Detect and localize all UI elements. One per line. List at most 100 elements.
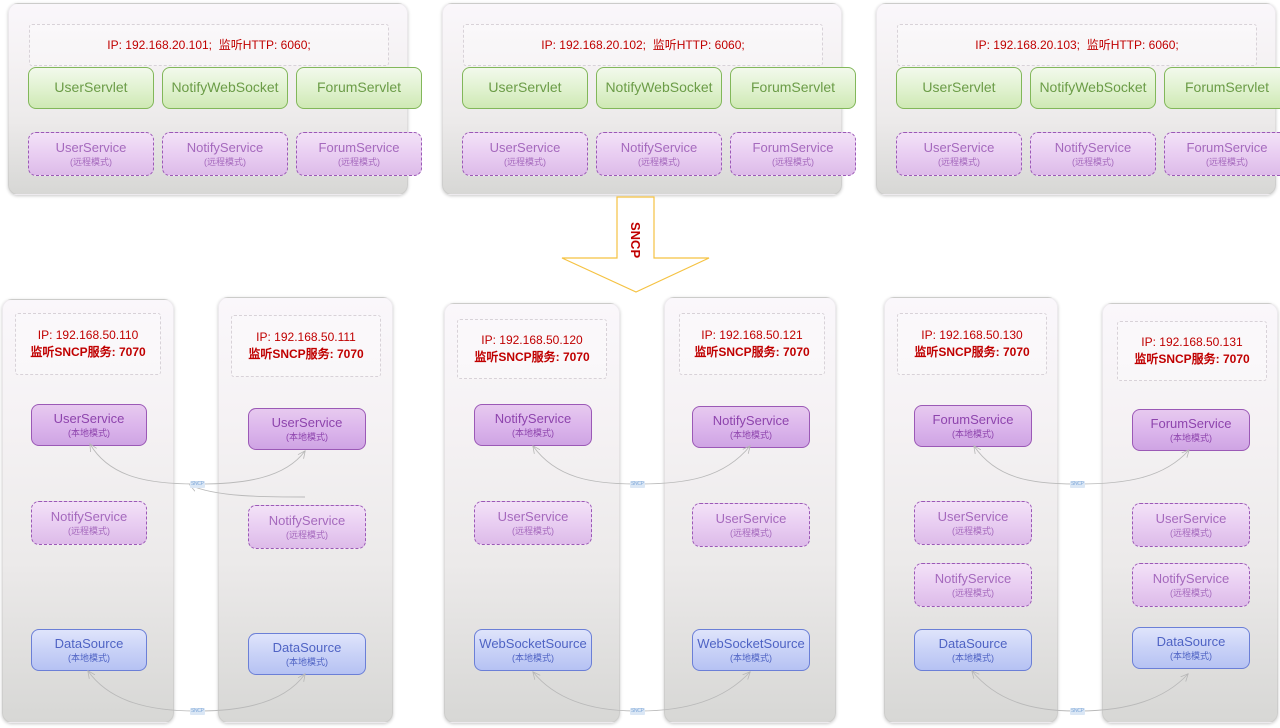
component-name: UserService [715, 511, 787, 527]
component-name: DataSource [938, 636, 1008, 652]
component-box-datasource[interactable]: DataSource(本地模式) [31, 629, 147, 671]
component-name: ForumService [318, 140, 400, 156]
component-mode: (本地模式) [1170, 432, 1212, 443]
component-mode: (远程模式) [504, 156, 546, 167]
component-box-notifyservice[interactable]: NotifyService(本地模式) [474, 404, 592, 446]
component-name: UserService [1155, 511, 1227, 527]
component-name: WebSocketSource [479, 636, 587, 652]
component-name: NotifyService [268, 513, 346, 529]
component-box-datasource[interactable]: DataSource(本地模式) [914, 629, 1032, 671]
component-name: UserServlet [54, 79, 128, 96]
component-name: DataSource [54, 636, 124, 652]
component-mode: (远程模式) [638, 156, 680, 167]
service-box-userservice[interactable]: UserService(远程模式) [462, 132, 588, 176]
component-name: ForumService [932, 412, 1014, 428]
component-name: NotifyService [1054, 140, 1132, 156]
ip-info-box-web3: IP: 192.168.20.103; 监听HTTP: 6060; [897, 24, 1257, 66]
servlet-box-notifywebsocket[interactable]: NotifyWebSocket [596, 67, 722, 109]
ip-address-line: IP: 192.168.50.120 [481, 333, 583, 347]
component-name: NotifyService [50, 509, 128, 525]
component-box-websocketsource[interactable]: WebSocketSource(本地模式) [474, 629, 592, 671]
ip-address-line: IP: 192.168.20.101; 监听HTTP: 6060; [107, 37, 311, 52]
servlet-box-forumservlet[interactable]: ForumServlet [1164, 67, 1280, 109]
component-mode: (本地模式) [68, 652, 110, 663]
service-box-forumservice[interactable]: ForumService(远程模式) [1164, 132, 1280, 176]
component-mode: (本地模式) [286, 656, 328, 667]
component-box-notifyservice[interactable]: NotifyService(远程模式) [248, 505, 366, 549]
component-box-userservice[interactable]: UserService(远程模式) [692, 503, 810, 547]
component-box-userservice[interactable]: UserService(远程模式) [474, 501, 592, 545]
connector-sncp-tag-6: SNCP [1070, 708, 1085, 715]
component-mode: (远程模式) [730, 527, 772, 538]
servlet-box-forumservlet[interactable]: ForumServlet [296, 67, 422, 109]
service-box-userservice[interactable]: UserService(远程模式) [28, 132, 154, 176]
connector-sncp-tag-1: SNCP [190, 481, 205, 488]
component-mode: (本地模式) [730, 652, 772, 663]
component-name: ForumService [752, 140, 834, 156]
component-mode: (本地模式) [952, 428, 994, 439]
connector-sncp-tag-3: SNCP [630, 481, 645, 488]
component-box-datasource[interactable]: DataSource(本地模式) [1132, 627, 1250, 669]
ip-address-line: IP: 192.168.50.121 [701, 328, 803, 342]
service-box-notifyservice[interactable]: NotifyService(远程模式) [162, 132, 288, 176]
component-box-websocketsource[interactable]: WebSocketSource(本地模式) [692, 629, 810, 671]
component-name: DataSource [1156, 634, 1226, 650]
service-box-forumservice[interactable]: ForumService(远程模式) [730, 132, 856, 176]
component-mode: (远程模式) [952, 525, 994, 536]
component-name: NotifyService [1152, 571, 1230, 587]
component-box-notifyservice[interactable]: NotifyService(远程模式) [914, 563, 1032, 607]
component-name: UserServlet [922, 79, 996, 96]
component-name: ForumServlet [316, 79, 402, 96]
component-mode: (远程模式) [1170, 527, 1212, 538]
component-name: NotifyService [934, 571, 1012, 587]
web-host-panel-1: IP: 192.168.20.101; 监听HTTP: 6060; UserSer… [8, 3, 422, 195]
listen-port-line: 监听SNCP服务: 7070 [694, 345, 810, 359]
component-box-notifyservice[interactable]: NotifyService(本地模式) [692, 406, 810, 448]
component-mode: (远程模式) [70, 156, 112, 167]
component-box-forumservice[interactable]: ForumService(本地模式) [914, 405, 1032, 447]
service-box-notifyservice[interactable]: NotifyService(远程模式) [596, 132, 722, 176]
ip-info-box-svc4: IP: 192.168.50.121 监听SNCP服务: 7070 [679, 313, 825, 375]
component-mode: (远程模式) [286, 529, 328, 540]
component-mode: (本地模式) [1170, 650, 1212, 661]
component-box-userservice[interactable]: UserService(本地模式) [248, 408, 366, 450]
servlet-box-userservlet[interactable]: UserServlet [896, 67, 1022, 109]
web-host-panel-3: IP: 192.168.20.103; 监听HTTP: 6060; UserSer… [876, 3, 1280, 195]
component-mode: (本地模式) [730, 429, 772, 440]
connector-sncp-tag-2: SNCP [190, 708, 205, 715]
component-box-userservice[interactable]: UserService(本地模式) [31, 404, 147, 446]
servlet-box-userservlet[interactable]: UserServlet [462, 67, 588, 109]
component-name: UserService [923, 140, 995, 156]
component-name: NotifyWebSocket [605, 79, 713, 96]
component-mode: (远程模式) [512, 525, 554, 536]
servlet-box-notifywebsocket[interactable]: NotifyWebSocket [162, 67, 288, 109]
component-box-userservice[interactable]: UserService(远程模式) [1132, 503, 1250, 547]
component-mode: (本地模式) [512, 652, 554, 663]
component-box-userservice[interactable]: UserService(远程模式) [914, 501, 1032, 545]
component-box-datasource[interactable]: DataSource(本地模式) [248, 633, 366, 675]
component-box-notifyservice[interactable]: NotifyService(远程模式) [1132, 563, 1250, 607]
servlet-box-forumservlet[interactable]: ForumServlet [730, 67, 856, 109]
component-mode: (远程模式) [1072, 156, 1114, 167]
sncp-protocol-label: SNCP [628, 222, 643, 259]
component-name: UserServlet [488, 79, 562, 96]
servlet-box-notifywebsocket[interactable]: NotifyWebSocket [1030, 67, 1156, 109]
listen-port-line: 监听SNCP服务: 7070 [248, 347, 364, 361]
ip-info-box-web1: IP: 192.168.20.101; 监听HTTP: 6060; [29, 24, 389, 66]
ip-address-line: IP: 192.168.50.110 [37, 328, 139, 342]
service-box-forumservice[interactable]: ForumService(远程模式) [296, 132, 422, 176]
component-box-notifyservice[interactable]: NotifyService(远程模式) [31, 501, 147, 545]
component-box-forumservice[interactable]: ForumService(本地模式) [1132, 409, 1250, 451]
ip-info-box-web2: IP: 192.168.20.102; 监听HTTP: 6060; [463, 24, 823, 66]
component-name: ForumServlet [1184, 79, 1270, 96]
component-name: ForumService [1186, 140, 1268, 156]
service-box-notifyservice[interactable]: NotifyService(远程模式) [1030, 132, 1156, 176]
service-box-userservice[interactable]: UserService(远程模式) [896, 132, 1022, 176]
servlet-box-userservlet[interactable]: UserServlet [28, 67, 154, 109]
